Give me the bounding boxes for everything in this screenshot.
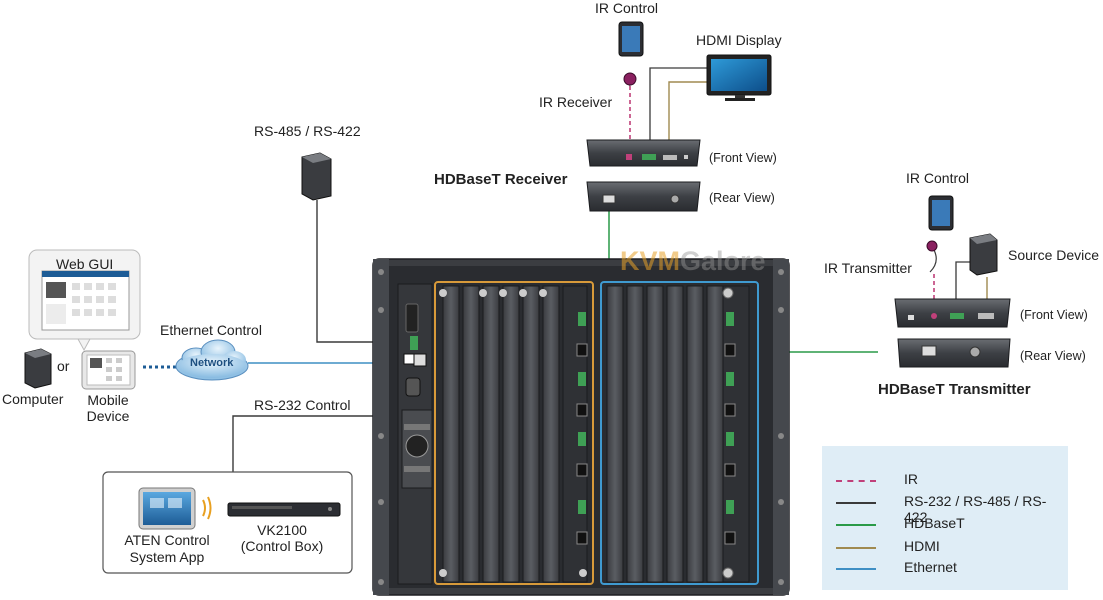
- legend-label-hdmi: HDMI: [904, 538, 940, 554]
- watermark: KVMGalore: [620, 246, 766, 277]
- legend-label-ethernet: Ethernet: [904, 559, 957, 575]
- legend: IR RS-232 / RS-485 / RS-422 HDBaseT HDMI…: [822, 446, 1068, 590]
- legend-row-hdmi: HDMI: [836, 538, 1066, 556]
- legend-row-hdbaset: HDBaseT: [836, 515, 1066, 533]
- hdbaset-transmitter-front: [894, 298, 1011, 328]
- label-ethernet-control: Ethernet Control: [160, 322, 262, 338]
- ir-emitter-cord: [929, 249, 937, 273]
- control-app-panel: [102, 471, 353, 574]
- serial-cable-tx: [955, 261, 970, 311]
- label-rs485: RS-485 / RS-422: [254, 123, 361, 139]
- label-front-view-tx: (Front View): [1020, 308, 1088, 322]
- legend-label-serial: RS-232 / RS-485 / RS-422: [904, 493, 1047, 525]
- mobile-device: [81, 350, 136, 390]
- label-ir-transmitter: IR Transmitter: [824, 260, 912, 276]
- network-cloud: [175, 339, 249, 381]
- label-computer: Computer: [2, 391, 64, 407]
- label-web-gui: Web GUI: [56, 256, 114, 272]
- hdbaset-receiver-rear: [586, 181, 701, 212]
- legend-label-hdbaset: HDBaseT: [904, 515, 965, 531]
- input-cards: [434, 281, 594, 585]
- label-rear-view-rx: (Rear View): [709, 191, 775, 205]
- legend-swatch-hdmi: [836, 547, 876, 549]
- label-source-device: Source Device: [1008, 247, 1100, 263]
- label-network: Network: [190, 357, 234, 369]
- label-aten-app-2: System App: [129, 549, 205, 565]
- label-ir-control-top: IR Control: [595, 0, 659, 16]
- legend-swatch-hdbaset: [836, 524, 876, 526]
- ir-receiver-sensor: [623, 72, 637, 86]
- label-aten-app-1: ATEN Control: [124, 532, 210, 548]
- label-ir-control-right: IR Control: [906, 170, 970, 186]
- ir-remote-top-device: [618, 21, 644, 57]
- label-control-box: (Control Box): [240, 538, 324, 554]
- label-hdbaset-receiver: HDBaseT Receiver: [434, 171, 568, 188]
- watermark-kvm: KVM: [620, 246, 680, 276]
- legend-swatch-serial: [836, 502, 876, 504]
- serial-cable-rx: [649, 67, 707, 157]
- output-cards: [600, 281, 759, 585]
- web-gui-panel: [28, 249, 141, 352]
- legend-swatch-ethernet: [836, 568, 876, 570]
- label-or: or: [57, 358, 70, 374]
- label-ir-receiver: IR Receiver: [539, 94, 613, 110]
- ir-remote-right-device: [928, 195, 954, 231]
- label-rs232-control: RS-232 Control: [254, 397, 351, 413]
- legend-row-ir: IR: [836, 471, 1066, 489]
- legend-row-serial: RS-232 / RS-485 / RS-422: [836, 493, 1066, 525]
- watermark-galore: Galore: [680, 246, 766, 276]
- hdmi-cable-rx: [668, 81, 707, 157]
- label-device: Device: [86, 408, 130, 424]
- ir-transmitter-emitter: [926, 240, 938, 252]
- computer-device: [24, 348, 52, 389]
- hdbaset-receiver-front: [586, 139, 701, 167]
- label-rear-view-tx: (Rear View): [1020, 349, 1086, 363]
- label-hdbaset-transmitter: HDBaseT Transmitter: [878, 381, 1031, 398]
- legend-label-ir: IR: [904, 471, 918, 487]
- source-device-pc: [969, 233, 998, 276]
- legend-swatch-ir: [836, 480, 876, 482]
- hdmi-display-device: [706, 54, 772, 101]
- label-hdmi-display: HDMI Display: [696, 32, 782, 48]
- rs485-pc-device: [301, 152, 332, 201]
- label-mobile: Mobile: [87, 392, 129, 408]
- legend-row-ethernet: Ethernet: [836, 559, 1066, 577]
- label-front-view-rx: (Front View): [709, 151, 777, 165]
- label-vk2100: VK2100: [257, 522, 307, 538]
- hdbaset-transmitter-rear: [897, 338, 1011, 368]
